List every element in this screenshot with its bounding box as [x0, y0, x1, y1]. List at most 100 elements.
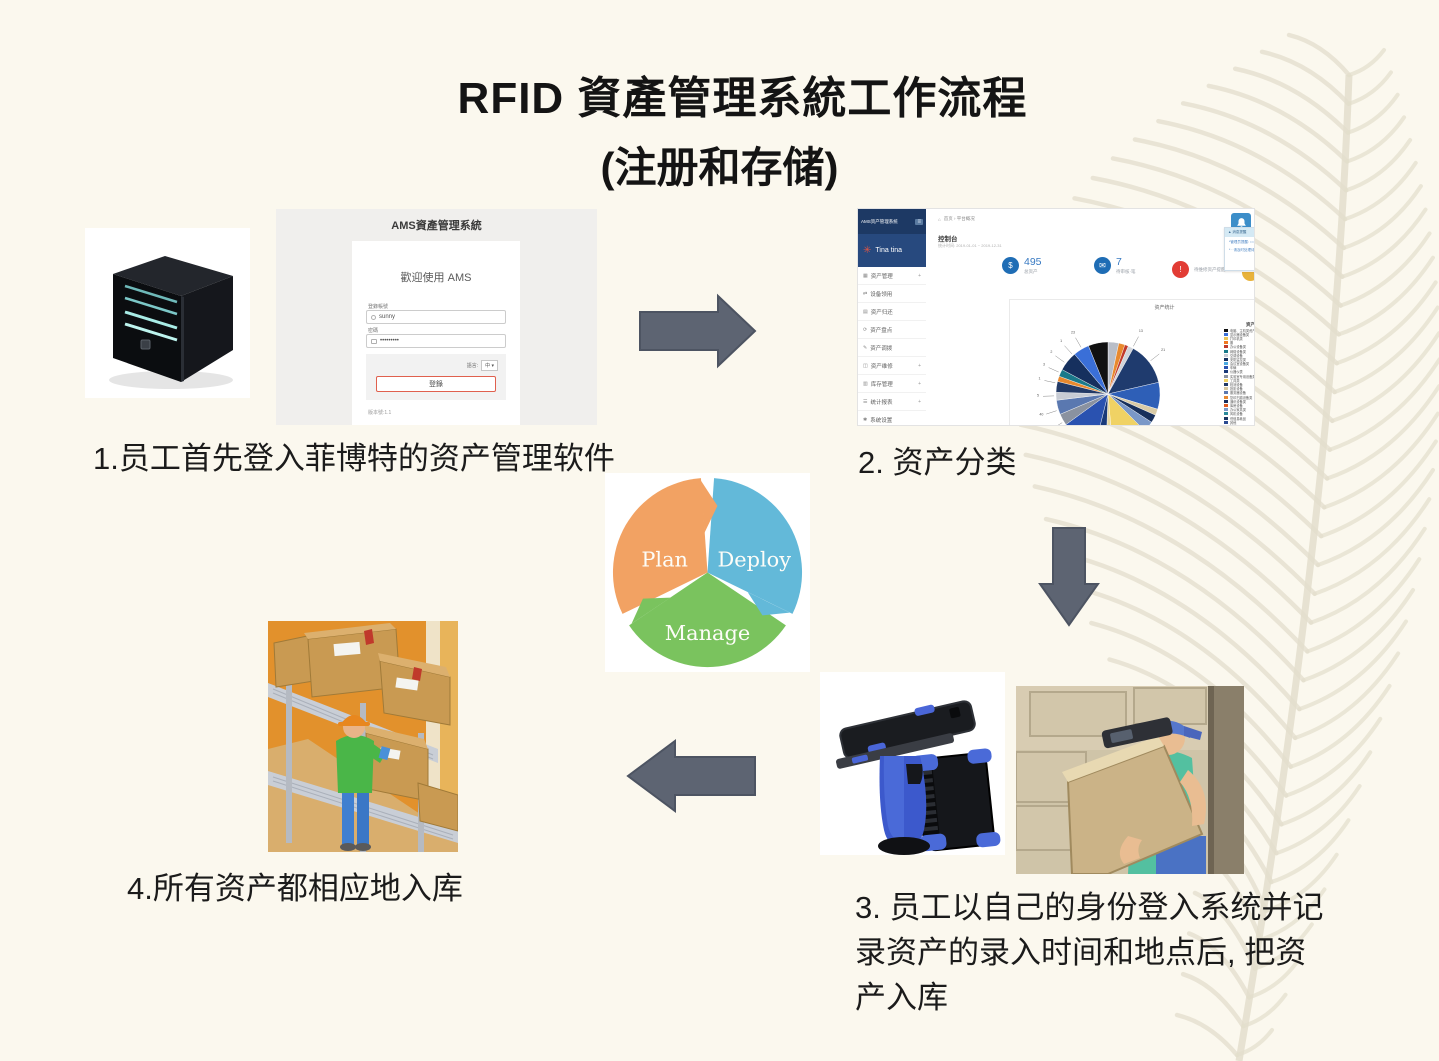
dashboard-user-panel: ✳ Tina tina — [858, 234, 926, 267]
legend-item: 车辆 — [1224, 366, 1254, 371]
sidebar-item[interactable]: ▤资产归还 — [858, 303, 926, 321]
sidebar-item[interactable]: ⟳资产盘点 — [858, 321, 926, 339]
pie-slice — [1107, 393, 1152, 425]
feather-barb — [1186, 931, 1252, 1000]
menu-item-icon: ▤ — [863, 308, 868, 315]
feather-barb — [1023, 452, 1314, 625]
login-button[interactable]: 登錄 — [376, 376, 496, 392]
feather-barb — [1247, 957, 1301, 1000]
feather-barb — [1180, 971, 1246, 1029]
feather-barb — [1264, 852, 1339, 913]
sidebar-item[interactable]: ⇄设备领用 — [858, 285, 926, 303]
legend-swatch — [1224, 349, 1228, 353]
feather-barb — [1132, 137, 1347, 251]
legend-swatch — [1224, 383, 1228, 387]
feather-barb — [1232, 66, 1351, 135]
ams-dashboard-screenshot: AMS资产管理系统 ≡ ✳ Tina tina ▦资产管理+⇄设备领用▤资产归还… — [857, 208, 1255, 426]
warehouse-illustration — [268, 621, 458, 852]
legend-swatch — [1224, 403, 1228, 407]
alert-icon: ! — [1172, 261, 1189, 278]
leader-line — [1075, 337, 1082, 348]
dashboard-brand: AMS资产管理系统 ≡ — [858, 209, 926, 234]
breadcrumb: ⌂ 首页 › 平台概况 — [938, 216, 975, 222]
step1-caption: 1.员工首先登入菲博特的资产管理软件 — [93, 441, 615, 476]
legend-swatch — [1224, 374, 1228, 378]
user-icon — [371, 314, 376, 320]
username-value: sunny — [379, 314, 396, 320]
language-select[interactable]: 中 ▾ — [481, 360, 498, 371]
sidebar-item[interactable]: ☰统计报表+ — [858, 393, 926, 411]
legend-swatch — [1224, 370, 1228, 374]
legend-swatch — [1224, 378, 1228, 382]
feather-barb — [1346, 70, 1393, 106]
warehouse-scene — [268, 621, 458, 852]
login-welcome-text: 歡迎使用 AMS — [400, 272, 472, 284]
feather-spine — [1235, 74, 1353, 1061]
legend-swatch — [1224, 416, 1228, 420]
legend-swatch — [1224, 362, 1228, 366]
asset-chart-panel: 资产统计 单位: 资产数量 资产类别 电脑、主机类资产显示器设备类打印机类服办公… — [1009, 299, 1255, 425]
leader-value: 21 — [1161, 348, 1165, 352]
menu-item-icon: ▦ — [863, 272, 868, 279]
stat-pending-review: ✉ 7 待审核·笔 — [1094, 257, 1136, 275]
legend-label: 车辆 — [1230, 366, 1237, 371]
password-input[interactable]: ••••••••• — [366, 334, 506, 348]
legend-label: 办公家具类 — [1230, 408, 1246, 413]
user-name: Tina tina — [875, 247, 902, 254]
rfid-handheld-scanner — [836, 700, 1001, 855]
arrow-down — [1038, 527, 1100, 627]
brand-logo-icon: ✳ — [863, 245, 872, 256]
legend-swatch — [1224, 424, 1228, 425]
legend-label: 空调设备 — [1230, 353, 1243, 358]
legend-label: 投影设备 — [1230, 387, 1243, 392]
legend-swatch — [1224, 332, 1228, 336]
feather-barb — [1325, 384, 1439, 481]
login-app-title: AMS資產管理系統 — [391, 220, 482, 232]
legend-swatch — [1224, 345, 1228, 349]
legend-swatch — [1224, 357, 1228, 361]
feather-barb — [1341, 184, 1423, 250]
sidebar-item[interactable]: ✱系统设置 — [858, 411, 926, 425]
sidebar-item[interactable]: ▥库存管理+ — [858, 375, 926, 393]
sidebar-item[interactable]: ◫资产维修+ — [858, 357, 926, 375]
menu-item-icon: ◫ — [863, 362, 868, 369]
feather-barb — [1192, 890, 1258, 971]
chart-title: 资产统计 — [1154, 305, 1175, 311]
legend-title: 资产类别 — [1246, 322, 1255, 327]
legend-swatch — [1224, 395, 1228, 399]
feather-barb — [1241, 992, 1288, 1029]
leader-line — [1055, 355, 1065, 363]
menu-item-icon: ✎ — [863, 344, 868, 351]
legend-item: 网络设备类 — [1224, 349, 1254, 354]
feather-barb — [1327, 357, 1439, 452]
feather-barb — [1340, 207, 1428, 279]
plan-deploy-manage-cycle: Plan Deploy Manage — [605, 473, 810, 672]
menu-item-icon: ✱ — [863, 416, 868, 423]
sidebar-item[interactable]: ▦资产管理+ — [858, 267, 926, 285]
feather-barb — [1301, 588, 1416, 683]
feather-barb — [1279, 750, 1373, 827]
feather-barb — [1293, 651, 1401, 740]
language-label: 語言: — [466, 363, 479, 369]
leader-value: 13 — [1139, 329, 1143, 333]
feather-barb — [1286, 32, 1352, 78]
slide-title-line1: RFID 資產管理系統工作流程 — [457, 74, 1028, 123]
menu-toggle-button[interactable]: ≡ — [915, 218, 923, 225]
manage-label: Manage — [665, 621, 750, 645]
sidebar-menu: ▦资产管理+⇄设备领用▤资产归还⟳资产盘点✎资产调拨◫资产维修+▥库存管理+☰统… — [858, 267, 926, 425]
feather-barb — [1274, 784, 1362, 856]
leader-line — [1150, 353, 1160, 361]
leader-line — [1044, 380, 1056, 384]
legend-swatch — [1224, 336, 1228, 340]
feather-barb — [1343, 160, 1418, 222]
legend-swatch — [1224, 399, 1228, 403]
legend-item: 办公设备类 — [1224, 345, 1254, 349]
username-input[interactable]: sunny — [366, 310, 506, 324]
legend-swatch — [1224, 328, 1228, 332]
dollar-icon: $ — [1002, 257, 1019, 275]
feather-barb — [1288, 683, 1392, 769]
sidebar-item[interactable]: ✎资产调拨 — [858, 339, 926, 357]
legend-swatch — [1224, 412, 1228, 416]
